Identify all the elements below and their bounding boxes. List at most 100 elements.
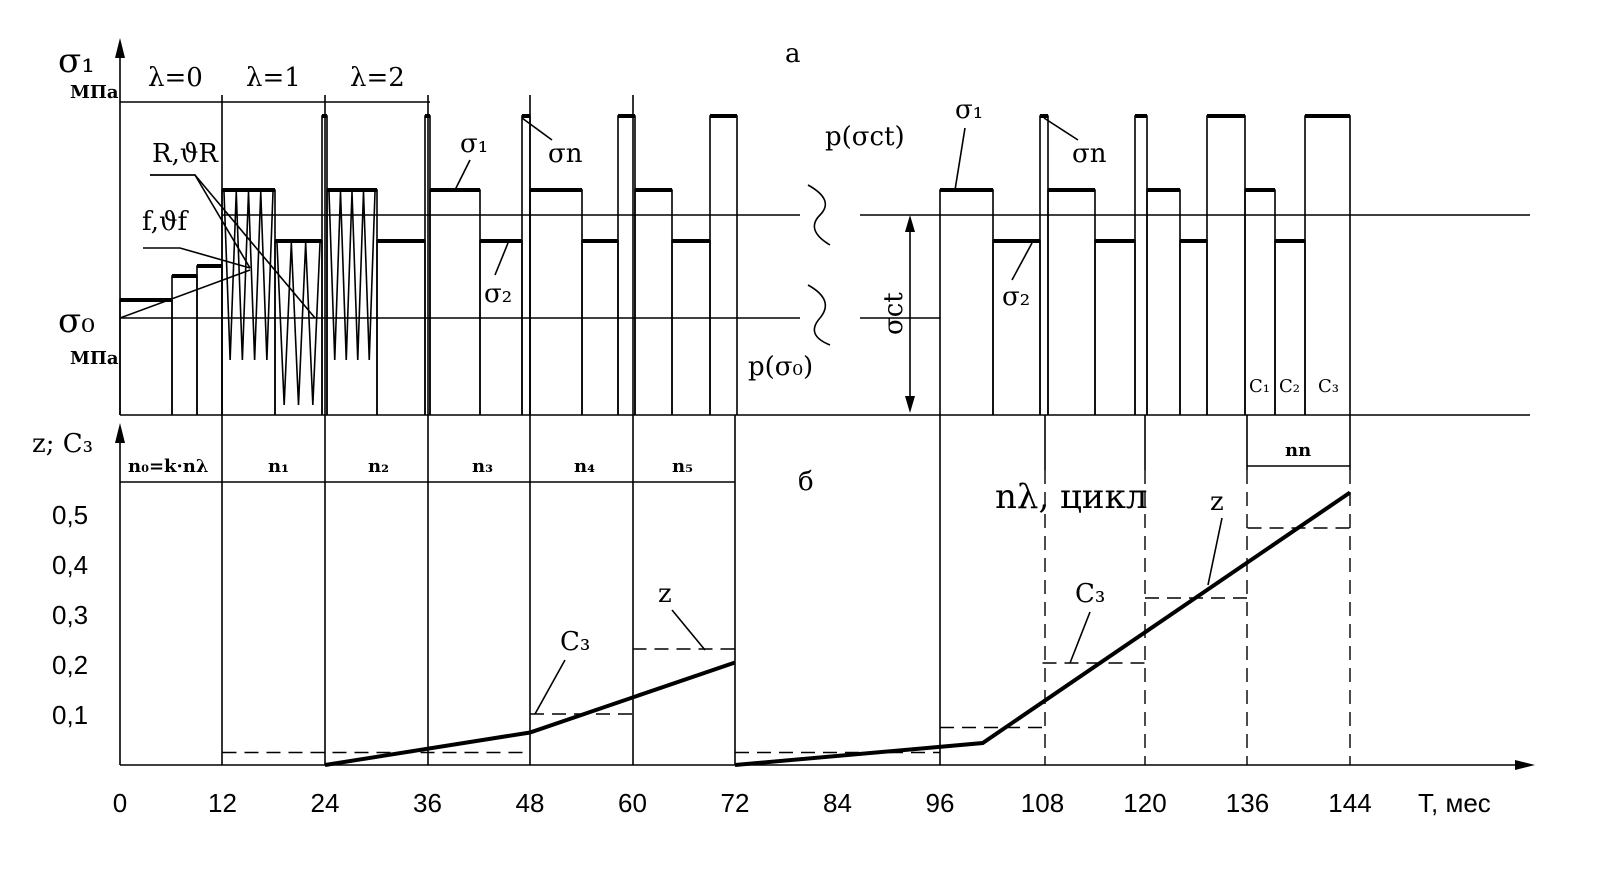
y-axis-arrow-icon: [115, 38, 125, 58]
c3-leader-b: [1069, 611, 1091, 664]
z-leader: [671, 609, 706, 651]
sigman-label: σn: [548, 139, 583, 169]
y-tick-label: 0,2: [52, 650, 88, 680]
x-tick-label: 48: [516, 788, 545, 818]
z-c3-curves: [222, 490, 1352, 767]
lambda-1-label: λ=1: [246, 63, 301, 93]
x-axis-label: T, мес: [1418, 788, 1491, 818]
y-tick-label: 0,5: [52, 500, 88, 530]
x-tick-label: 120: [1123, 788, 1166, 818]
y-tick-label: 0,4: [52, 550, 88, 580]
block-boundaries: [221, 95, 1351, 765]
load-block: [1094, 240, 1136, 415]
x-tick-label: 24: [311, 788, 340, 818]
sigma1-unit: МПа: [70, 82, 119, 103]
y-tick-label: 0,3: [52, 600, 88, 630]
sigman-leader-b: [1043, 117, 1079, 141]
n4-label: n₄: [574, 456, 595, 477]
load-block: [529, 189, 583, 415]
z-leader-b: [1207, 517, 1223, 586]
zigzag-cycles: [223, 191, 376, 406]
zigzag-cycle: [328, 191, 376, 361]
load-block: [671, 240, 711, 415]
z-c3-axis-label: z; C₃: [32, 429, 93, 459]
c3-label: C₃: [1318, 376, 1339, 397]
x-tick-label: 108: [1021, 788, 1064, 818]
sigma0-unit: МПа: [70, 348, 119, 369]
load-block: [1179, 240, 1208, 415]
y-tick-label: 0,1: [52, 700, 88, 730]
x-tick-label: 0: [113, 788, 127, 818]
n1-label: n₁: [268, 456, 289, 477]
sigma1-leader: [454, 159, 471, 191]
p-sigma-ct-label: p(σct): [825, 122, 905, 152]
f-theta-label: f,ϑf: [142, 207, 190, 237]
arrow-down-icon: [905, 396, 915, 413]
c2-label: C₂: [1279, 376, 1300, 397]
sigma1-axis-label: σ₁: [58, 41, 95, 81]
load-block: [376, 240, 426, 415]
sigma1-label-b: σ₁: [955, 95, 983, 125]
x-tick-label: 36: [413, 788, 442, 818]
p-sigma0-label: p(σ₀): [748, 352, 813, 382]
distribution-brace-ct: [807, 184, 831, 246]
load-block: [939, 189, 994, 415]
x-axis-arrow-icon: [1515, 760, 1535, 770]
x-tick-label: 12: [208, 788, 237, 818]
panel-b: z; C₃ n₀=k·nλ n₁ n₂ n₃ n₄ n₅ nn б nλ, ци…: [32, 95, 1535, 818]
z-label-b: z: [1210, 487, 1224, 517]
z-curve-segment: [324, 660, 736, 767]
load-block: [992, 240, 1041, 415]
f-leader: [143, 247, 251, 269]
c3-leader: [534, 659, 566, 715]
z-label: z: [658, 579, 672, 609]
load-block: [1146, 189, 1181, 415]
nn-label: nn: [1285, 440, 1311, 461]
load-block: [1047, 189, 1096, 415]
n2-label: n₂: [368, 456, 389, 477]
sigma2-leader-b: [1011, 242, 1033, 281]
x-tick-label: 84: [823, 788, 852, 818]
sigman-leader: [521, 117, 553, 141]
load-block: [521, 115, 531, 415]
cycles-label: nλ, цикл: [995, 477, 1147, 517]
zigzag-cycle: [276, 242, 321, 406]
zigzag-cycle: [223, 191, 274, 361]
x-tick-label: 96: [926, 788, 955, 818]
sigman-label-b: σn: [1072, 139, 1107, 169]
panel-b-label: б: [798, 467, 814, 497]
sigma2-leader: [494, 242, 509, 276]
c3-curve-label-b: C₃: [1075, 579, 1105, 609]
load-block: [1304, 115, 1351, 415]
sigma2-label-b: σ₂: [1002, 282, 1030, 312]
n3-label: n₃: [472, 456, 493, 477]
lambda-2-label: λ=2: [350, 63, 405, 93]
x-tick-label: 136: [1226, 788, 1269, 818]
load-block: [1039, 115, 1049, 415]
x-tick-label: 72: [721, 788, 750, 818]
load-block: [634, 189, 673, 415]
load-block: [1134, 115, 1148, 415]
z-curve-segment: [734, 490, 1352, 767]
load-block: [326, 189, 378, 415]
r-leader-2: [150, 174, 251, 269]
sigma-ct-label: σct: [879, 292, 909, 335]
c1-label: C₁: [1249, 376, 1270, 397]
sigma1-leader-b: [954, 127, 966, 191]
r-theta-label: R,ϑR: [152, 139, 219, 169]
n0-label: n₀=k·nλ: [128, 456, 209, 477]
lambda-0-label: λ=0: [148, 63, 203, 93]
x-tick-label: 60: [618, 788, 647, 818]
c3-curve-label: C₃: [560, 627, 590, 657]
y-axis-z-arrow-icon: [115, 423, 125, 443]
f-leader-2: [119, 269, 251, 319]
load-block: [429, 189, 481, 415]
sigma0-axis-label: σ₀: [58, 301, 95, 341]
distribution-brace-0: [807, 284, 831, 346]
sigma2-label: σ₂: [484, 279, 512, 309]
load-block: [1206, 115, 1246, 415]
load-block: [221, 189, 276, 415]
n5-label: n₅: [672, 456, 693, 477]
panel-a-label: а: [785, 39, 801, 69]
